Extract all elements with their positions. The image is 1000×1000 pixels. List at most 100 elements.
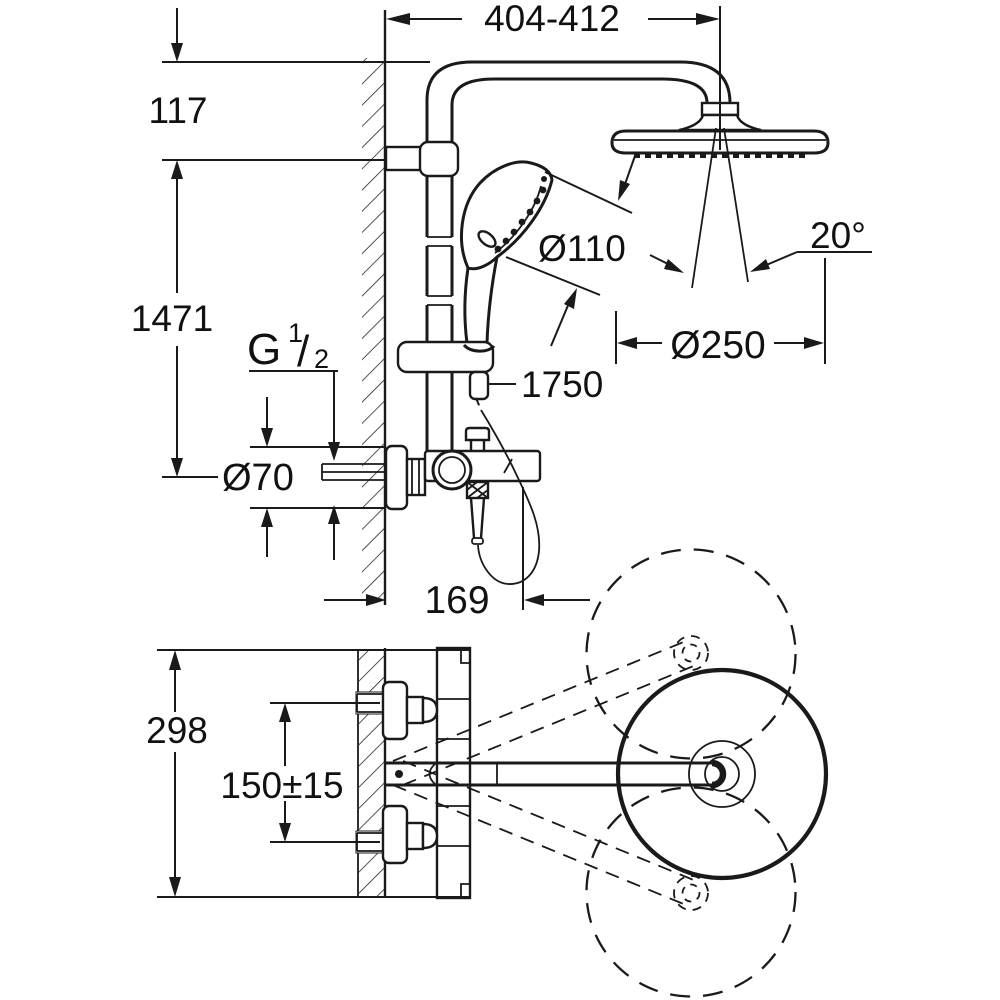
- swivel-arm-cap-lower-inner: [681, 883, 701, 903]
- hand-shower: [396, 160, 554, 401]
- arrowhead: [169, 650, 181, 670]
- riser-height-label: 1471: [131, 298, 213, 339]
- swivel-positions: [392, 548, 797, 998]
- handle-right: [485, 256, 499, 344]
- dim-hose-length: 1750: [489, 364, 603, 405]
- swivel-arm-cap-upper: [673, 635, 709, 671]
- hand-shower-dia-label: Ø110: [538, 228, 626, 269]
- swivel-arm-cap-lower: [673, 875, 709, 911]
- arrowhead: [696, 13, 720, 25]
- hand-shower-hose: [477, 409, 541, 585]
- arrowhead: [804, 337, 824, 349]
- arrowhead: [524, 594, 544, 606]
- thread-numerator: 1: [288, 318, 303, 348]
- tangent-line-lower: [505, 256, 601, 296]
- thread-g-label: G: [247, 325, 281, 374]
- head-nozzles: [634, 153, 805, 158]
- dim-riser-height: 1471: [131, 160, 218, 478]
- union-dome-plan-top: [421, 696, 439, 724]
- arm-inner: [450, 77, 709, 106]
- dim-escutcheon: Ø70: [222, 397, 386, 557]
- swivel-arm-cap-upper-inner: [681, 643, 701, 663]
- handle-end-cap: [462, 343, 496, 353]
- thread-slash: /: [297, 327, 310, 376]
- tangent-line-upper: [544, 171, 633, 214]
- wall-hatch-plan: [359, 651, 385, 897]
- dim-head-shower: Ø250: [615, 258, 826, 367]
- swivel-arm-lower: [392, 784, 687, 906]
- arrowhead: [171, 458, 183, 477]
- s-union-nut: [405, 457, 427, 497]
- body-length-label: 298: [146, 710, 208, 751]
- outlet-tube: [469, 497, 486, 539]
- arrowhead: [664, 259, 684, 273]
- wall-bracket: [384, 145, 426, 172]
- swivel-pivot-dot: [395, 770, 403, 778]
- leader-line: [649, 254, 669, 265]
- valve-body-rect: [435, 646, 472, 900]
- union-dome-plan-bottom: [421, 822, 439, 850]
- swivel-arm-lower: [402, 760, 697, 882]
- union-nut-plan-top: [405, 695, 425, 725]
- valve-body-plan: [381, 646, 472, 900]
- ball-joint-plan-inner: [704, 756, 740, 792]
- hose-length-label: 1750: [521, 364, 603, 405]
- arrowhead: [366, 594, 386, 606]
- arrowhead: [564, 288, 577, 309]
- swivel-arm-upper: [402, 664, 697, 786]
- dimension-line: [550, 302, 570, 347]
- arrowhead: [750, 259, 770, 272]
- arrowhead: [279, 703, 291, 722]
- arrowhead: [617, 337, 637, 349]
- handle-left: [463, 267, 470, 344]
- side-view: 404-412 117 1471 G 1 / 2: [131, 0, 872, 622]
- head-shower-swivel-lower: [585, 786, 797, 998]
- diverter-knob: [464, 426, 491, 442]
- arrowhead: [261, 428, 273, 447]
- leader-line: [763, 251, 798, 267]
- spray-angle-line-left: [691, 127, 717, 289]
- wall-section: [362, 10, 387, 605]
- hose-hidden: [475, 397, 482, 411]
- arrowhead: [171, 43, 183, 62]
- hose-connector: [468, 370, 490, 401]
- projection-label: 169: [424, 579, 489, 622]
- arm-and-head-plan: [385, 667, 829, 881]
- thread-denominator: 2: [314, 344, 329, 374]
- arrowhead: [171, 160, 183, 179]
- wall-hatch: [362, 58, 385, 604]
- arrowhead: [261, 508, 273, 527]
- escutcheon-plan-top: [381, 680, 409, 741]
- arrowhead: [328, 505, 340, 524]
- head-shower-plan-circle: [615, 667, 829, 881]
- outlet-tip: [471, 537, 484, 545]
- bracket-sleeve: [418, 140, 460, 178]
- spray-angle-line-right: [723, 127, 749, 283]
- top-offset-label: 117: [149, 90, 208, 131]
- plan-view: 298 150±15: [146, 548, 829, 998]
- dim-body-length: 298: [146, 649, 470, 898]
- arm-length-label: 404-412: [484, 0, 620, 39]
- swivel-angle-label: 20°: [810, 215, 866, 256]
- arrowhead: [328, 442, 340, 461]
- hand-shower-button: [477, 230, 497, 248]
- dim-hand-shower: Ø110: [505, 152, 684, 347]
- dim-thread: G 1 / 2: [247, 318, 340, 560]
- union-nut-plan-bottom: [405, 821, 425, 851]
- head-shower-dia-label: Ø250: [670, 324, 765, 367]
- dim-projection: 169: [324, 487, 590, 622]
- outlet-nut-knurl: [466, 481, 489, 499]
- dim-top-offset: 117: [149, 8, 430, 161]
- head-shower-swivel-upper: [585, 548, 797, 760]
- dim-connection-centers: 150±15: [220, 702, 380, 843]
- hand-shower-nozzles: [494, 176, 547, 253]
- arrowhead: [618, 180, 630, 201]
- escutcheon-dia-label: Ø70: [222, 457, 294, 499]
- hand-shower-holder: [396, 340, 495, 374]
- arm-end-cap: [711, 759, 727, 789]
- escutcheon: [384, 444, 409, 511]
- pipe-riser-and-arm: [384, 60, 732, 452]
- dimension-line: [623, 152, 637, 188]
